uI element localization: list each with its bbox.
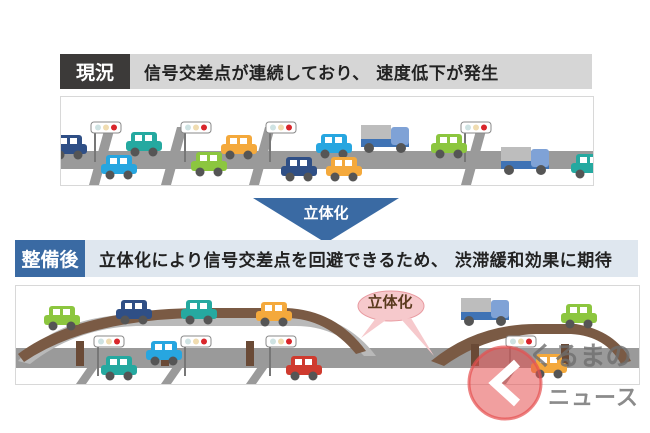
watermark-text-2: ニュース (548, 386, 639, 411)
car-icon (286, 356, 322, 381)
traffic-light-icon (93, 335, 125, 376)
car-icon (191, 152, 227, 177)
crossroad (89, 127, 115, 185)
crossroad (461, 127, 487, 185)
traffic-light-icon (180, 335, 212, 376)
truck-icon (361, 125, 409, 153)
car-icon (181, 300, 217, 325)
car-icon (256, 302, 292, 327)
before-illustration (51, 96, 607, 186)
watermark-text: くるまの (528, 342, 632, 372)
before-label: 現況 (60, 54, 130, 89)
car-icon (146, 341, 182, 366)
crossroad (76, 361, 102, 384)
car-icon (126, 132, 162, 157)
car-icon (281, 157, 317, 182)
watermark-logo (467, 345, 543, 421)
after-caption: 立体化により信号交差点を回避できるため、 渋滞緩和効果に期待 (99, 251, 613, 271)
speech-bubble (357, 290, 434, 356)
traffic-light-icon (180, 121, 212, 162)
car-icon (44, 306, 80, 331)
truck-icon (461, 298, 509, 326)
car-icon (221, 135, 257, 160)
down-arrow (253, 198, 399, 243)
before-caption: 信号交差点が連続しており、 速度低下が発生 (144, 64, 499, 84)
crossroad (161, 361, 187, 384)
traffic-light-icon (90, 121, 122, 162)
truck-icon (501, 147, 549, 175)
traffic-light-icon (460, 121, 492, 162)
car-icon (561, 304, 597, 329)
after-header: 整備後 立体化により信号交差点を回避できるため、 渋滞緩和効果に期待 (15, 240, 638, 277)
bubble-label: 立体化 (367, 293, 413, 311)
congested-road-scene (51, 121, 607, 185)
crossroad (246, 361, 272, 384)
arrow-label: 立体化 (303, 204, 349, 222)
car-icon (101, 155, 137, 180)
car-icon (116, 300, 152, 325)
crossroad (249, 127, 275, 185)
car-icon (101, 356, 137, 381)
car-icon (431, 134, 467, 159)
before-header: 現況 信号交差点が連続しており、 速度低下が発生 (60, 54, 592, 89)
after-label: 整備後 (15, 240, 85, 277)
traffic-light-icon (265, 335, 297, 376)
car-icon (326, 157, 362, 182)
overpass-right (431, 324, 631, 366)
crossroad (161, 127, 187, 185)
car-icon (316, 134, 352, 159)
traffic-light-icon (265, 121, 297, 162)
